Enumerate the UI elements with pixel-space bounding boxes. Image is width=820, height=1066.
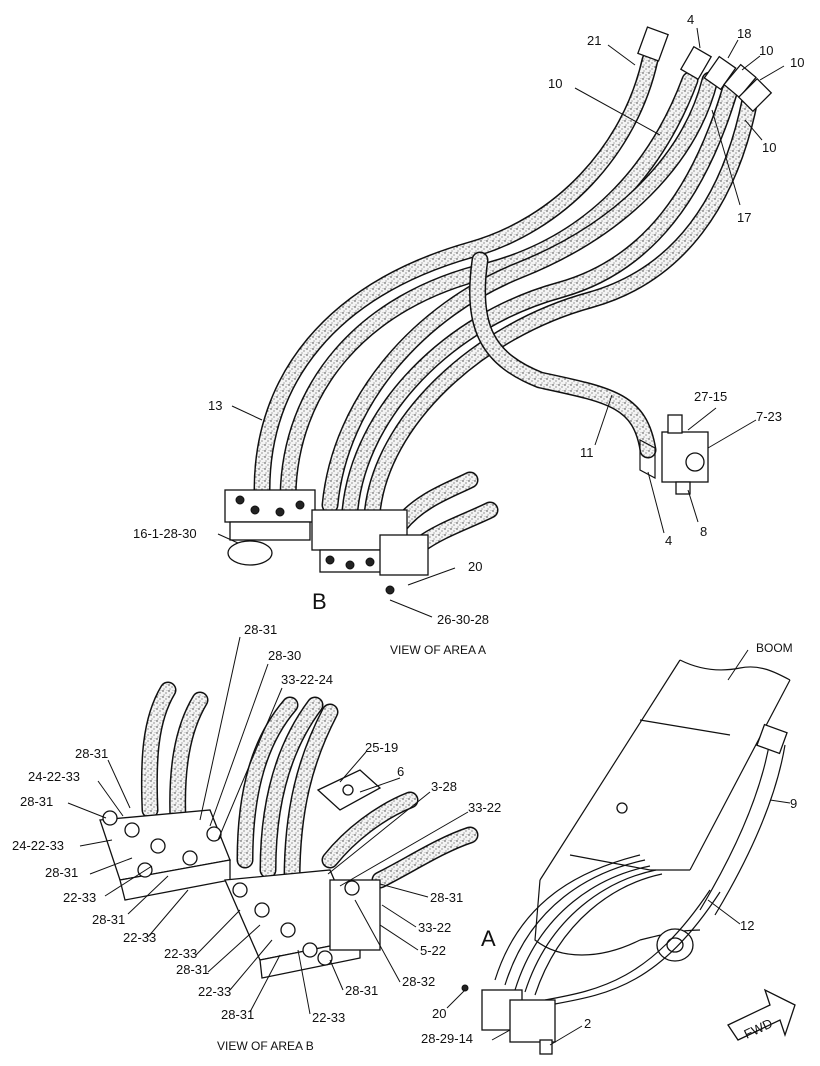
label-28-30: 28-30 bbox=[268, 648, 301, 663]
view-of-area-a-caption: VIEW OF AREA A bbox=[390, 643, 486, 657]
label-22-33-c: 22-33 bbox=[164, 946, 197, 961]
label-27-15: 27-15 bbox=[694, 389, 727, 404]
label-24-22-33-a: 24-22-33 bbox=[28, 769, 80, 784]
label-boom: BOOM bbox=[756, 641, 793, 655]
label-22-33-d: 22-33 bbox=[198, 984, 231, 999]
label-26-30-28: 26-30-28 bbox=[437, 612, 489, 627]
label-5-22: 5-22 bbox=[420, 943, 446, 958]
bracket-6 bbox=[316, 769, 382, 811]
boom-view: BOOM 9 12 A 20 28-29-14 2 FWD bbox=[421, 641, 797, 1055]
label-12: 12 bbox=[740, 918, 754, 933]
manifold-block-left bbox=[224, 489, 316, 566]
label-2: 2 bbox=[584, 1016, 591, 1031]
fwd-arrow bbox=[727, 988, 796, 1041]
label-10a: 10 bbox=[759, 43, 773, 58]
top-fittings bbox=[637, 26, 773, 113]
boom-manifold bbox=[461, 984, 556, 1055]
leaders-boom bbox=[446, 649, 791, 1046]
manifold-block-right bbox=[311, 509, 429, 595]
label-28-31-a: 28-31 bbox=[244, 622, 277, 637]
label-28-31-b: 28-31 bbox=[75, 746, 108, 761]
label-11: 11 bbox=[580, 445, 594, 460]
valve-7-23 bbox=[639, 414, 709, 495]
hose-bundle-b bbox=[140, 681, 479, 889]
label-22-33-a: 22-33 bbox=[63, 890, 96, 905]
flange-block-right bbox=[224, 869, 381, 979]
label-33-22-b: 33-22 bbox=[418, 920, 451, 935]
view-area-a: 21 4 18 10 10 10 10 17 13 11 27-15 7-23 … bbox=[133, 12, 804, 657]
label-20-boom: 20 bbox=[432, 1006, 446, 1021]
label-28-31-g: 28-31 bbox=[221, 1007, 254, 1022]
label-28-31-d: 28-31 bbox=[45, 865, 78, 880]
boom-hose-bundle bbox=[494, 854, 721, 1005]
label-10d: 10 bbox=[762, 140, 776, 155]
label-4b: 4 bbox=[665, 533, 672, 548]
flange-block-left bbox=[99, 809, 231, 901]
label-20: 20 bbox=[468, 559, 482, 574]
label-33-22: 33-22 bbox=[468, 800, 501, 815]
area-b-marker: B bbox=[312, 589, 327, 614]
label-18: 18 bbox=[737, 26, 751, 41]
label-28-31-f: 28-31 bbox=[176, 962, 209, 977]
leaders-a bbox=[217, 27, 785, 618]
view-of-area-b-caption: VIEW OF AREA B bbox=[217, 1039, 314, 1053]
view-area-b: 28-31 28-30 33-22-24 28-31 24-22-33 28-3… bbox=[12, 622, 501, 1053]
label-28-31-c: 28-31 bbox=[20, 794, 53, 809]
label-16-1-28-30: 16-1-28-30 bbox=[133, 526, 197, 541]
label-25-19: 25-19 bbox=[365, 740, 398, 755]
label-28-32: 28-32 bbox=[402, 974, 435, 989]
label-28-31-i: 28-31 bbox=[345, 983, 378, 998]
area-a-marker: A bbox=[481, 926, 496, 951]
hose-bundle-a bbox=[253, 51, 759, 554]
label-6: 6 bbox=[397, 764, 404, 779]
label-3-28: 3-28 bbox=[431, 779, 457, 794]
label-21: 21 bbox=[587, 33, 601, 48]
label-22-33-b: 22-33 bbox=[123, 930, 156, 945]
label-22-33-e: 22-33 bbox=[312, 1010, 345, 1025]
label-10b: 10 bbox=[790, 55, 804, 70]
leaders-b bbox=[67, 636, 469, 1015]
label-10c: 10 bbox=[548, 76, 562, 91]
label-28-31-e: 28-31 bbox=[92, 912, 125, 927]
label-8: 8 bbox=[700, 524, 707, 539]
label-33-22-24: 33-22-24 bbox=[281, 672, 333, 687]
label-28-29-14: 28-29-14 bbox=[421, 1031, 473, 1046]
label-4a: 4 bbox=[687, 12, 694, 27]
label-28-31-h: 28-31 bbox=[430, 890, 463, 905]
label-9: 9 bbox=[790, 796, 797, 811]
boom-hose-9 bbox=[699, 723, 788, 916]
label-17: 17 bbox=[737, 210, 751, 225]
label-24-22-33-b: 24-22-33 bbox=[12, 838, 64, 853]
boom-structure bbox=[534, 659, 791, 962]
label-7-23: 7-23 bbox=[756, 409, 782, 424]
label-13: 13 bbox=[208, 398, 222, 413]
